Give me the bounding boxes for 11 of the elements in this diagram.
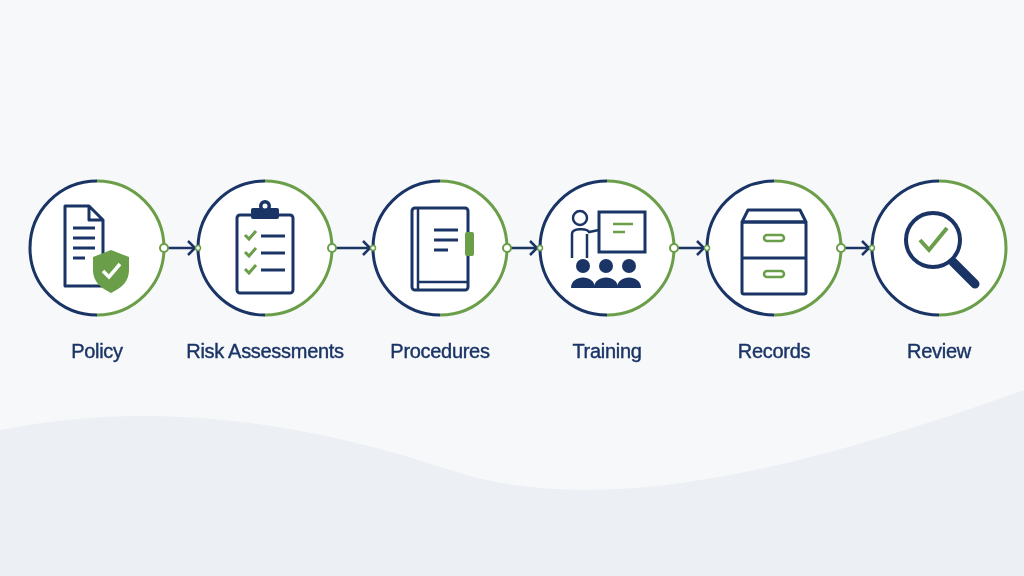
step-label: Policy: [71, 340, 123, 363]
arrow: [327, 239, 377, 257]
step-label: Risk Assessments: [186, 340, 344, 363]
arrow: [836, 239, 876, 257]
step-label: Procedures: [390, 340, 490, 363]
arrow: [502, 239, 544, 257]
arrow: [669, 239, 711, 257]
arrow: [159, 239, 202, 257]
step-label: Training: [572, 340, 642, 363]
step-label: Review: [907, 340, 971, 363]
step-label: Records: [737, 340, 811, 363]
